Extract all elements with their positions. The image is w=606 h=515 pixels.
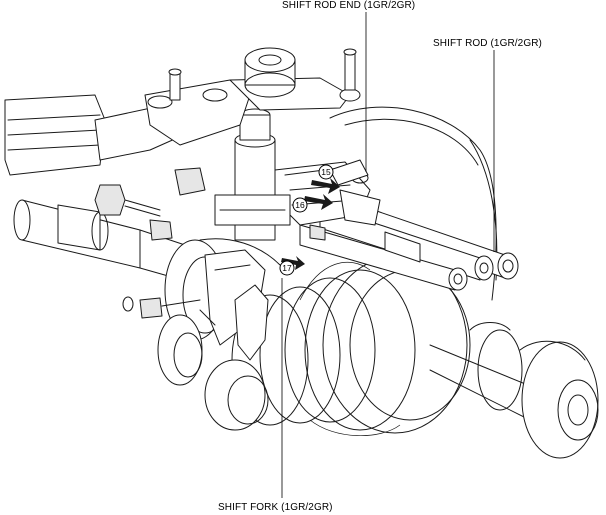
shift-fork: [199, 249, 269, 361]
shift-rod-label: SHIFT ROD (1GR/2GR): [433, 38, 542, 49]
step-16: 16: [292, 197, 308, 213]
step-17-label: 17: [282, 263, 292, 273]
select-shaft: [214, 108, 291, 241]
shift-rod-end-label: SHIFT ROD END (1GR/2GR): [282, 0, 416, 11]
shift-fork-label: SHIFT FORK (1GR/2GR): [218, 502, 333, 513]
shift-lever-plate: [4, 77, 361, 176]
step-16-label: 16: [295, 200, 305, 210]
direction-arrows: [281, 178, 340, 270]
input-shaft: [13, 199, 201, 286]
pins: [168, 48, 357, 101]
step-15-label: 15: [321, 167, 331, 177]
step-17: 17: [279, 260, 295, 276]
output-shaft: [429, 322, 599, 459]
bolts: [94, 167, 326, 319]
step-15: 15: [318, 164, 334, 180]
bushing: [244, 47, 296, 98]
